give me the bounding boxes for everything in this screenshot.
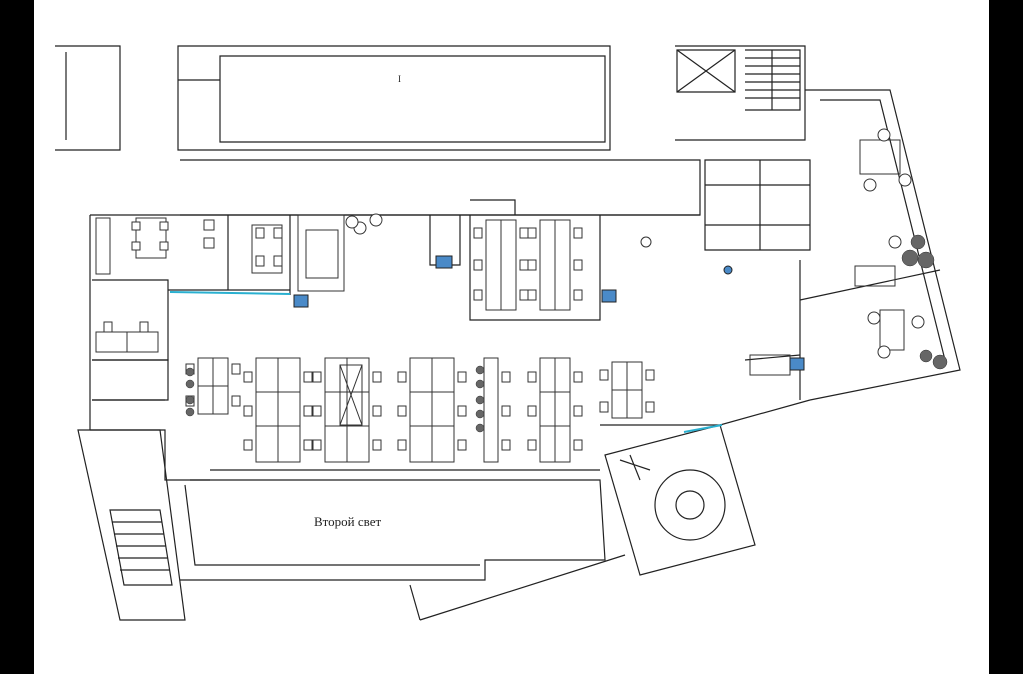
stair-top xyxy=(745,50,800,110)
plan-sheet xyxy=(34,0,989,674)
room-mark: I xyxy=(398,74,401,84)
stair-bottom xyxy=(112,521,170,571)
walls xyxy=(55,45,961,621)
plants xyxy=(185,234,948,433)
chairs xyxy=(103,128,925,451)
printers xyxy=(293,255,805,371)
desk-clusters xyxy=(95,139,905,463)
second-light-label: Второй свет xyxy=(314,514,382,529)
glass-partitions xyxy=(169,291,723,433)
